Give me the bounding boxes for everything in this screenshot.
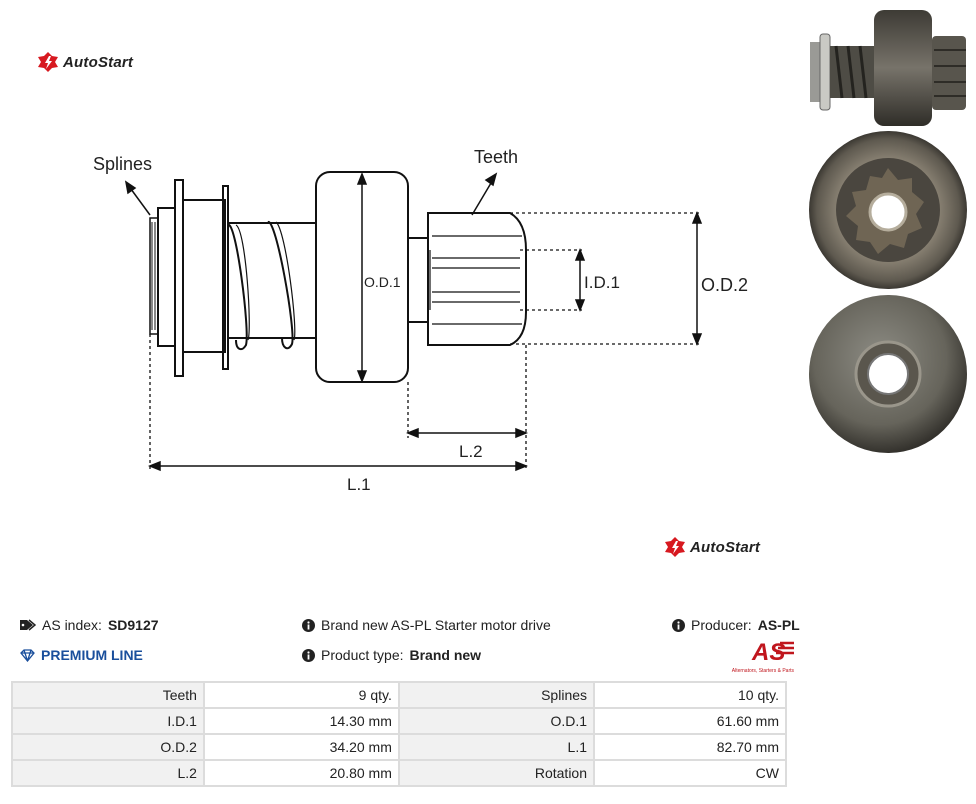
product-photo-front <box>809 131 967 289</box>
spec-value: 34.20 mm <box>202 733 400 761</box>
autostart-logo-icon <box>38 52 58 72</box>
label-splines: Splines <box>93 154 152 174</box>
as-index-value: SD9127 <box>107 617 159 633</box>
producer-value: AS-PL <box>757 617 800 633</box>
label-l2: L.2 <box>459 442 483 461</box>
spec-value: 14.30 mm <box>202 707 400 735</box>
spec-label: Splines <box>397 681 596 709</box>
product-type-label: Product type: <box>321 647 404 663</box>
label-l1: L.1 <box>347 475 371 494</box>
product-photo-back <box>809 295 967 453</box>
spec-value: CW <box>593 759 787 787</box>
product-type-value: Brand new <box>409 647 482 663</box>
tag-icon <box>20 619 36 631</box>
autostart-logo-secondary: AutoStart <box>664 536 760 558</box>
producer-label: Producer: <box>691 617 752 633</box>
info-icon <box>672 618 685 632</box>
as-index: AS index: SD9127 <box>20 617 159 633</box>
diamond-icon <box>20 648 35 662</box>
brand-name: AutoStart <box>63 53 134 71</box>
spec-value: 9 qty. <box>202 681 400 709</box>
autostart-logo-icon <box>665 537 685 557</box>
label-od2: O.D.2 <box>701 275 748 295</box>
as-index-label: AS index: <box>42 617 102 633</box>
label-id1: I.D.1 <box>584 273 620 292</box>
product-description: Brand new AS-PL Starter motor drive <box>302 617 551 633</box>
spec-label: Teeth <box>11 681 205 709</box>
spec-value: 10 qty. <box>593 681 787 709</box>
info-icon <box>302 648 315 662</box>
spec-label: L.1 <box>397 733 596 761</box>
product-photo-side <box>810 10 966 126</box>
spec-label: O.D.1 <box>397 707 596 735</box>
label-teeth: Teeth <box>474 147 518 167</box>
spec-label: L.2 <box>11 759 205 787</box>
description-text: Brand new AS-PL Starter motor drive <box>321 617 551 633</box>
spec-value: 61.60 mm <box>593 707 787 735</box>
as-pl-logo-mark: AS <box>751 639 794 666</box>
info-icon <box>302 618 315 632</box>
autostart-logo: AutoStart <box>37 51 133 73</box>
as-logo-tagline: Alternators, Starters & Parts <box>731 668 794 674</box>
technical-drawing: Splines Teeth O.D.1 I.D.1 O.D.2 L.2 L.1 <box>93 147 748 494</box>
premium-line-badge: PREMIUM LINE <box>20 647 143 663</box>
brand-name: AutoStart <box>690 538 761 556</box>
premium-label: PREMIUM LINE <box>41 647 143 663</box>
producer: Producer: AS-PL <box>672 617 800 633</box>
spec-label: I.D.1 <box>11 707 205 735</box>
as-pl-logo: AS Alternators, Starters & Parts <box>714 639 794 674</box>
spec-label: Rotation <box>397 759 596 787</box>
product-type: Product type: Brand new <box>302 647 481 663</box>
spec-value: 82.70 mm <box>593 733 787 761</box>
spec-label: O.D.2 <box>11 733 205 761</box>
spec-value: 20.80 mm <box>202 759 400 787</box>
label-od1: O.D.1 <box>364 274 401 290</box>
